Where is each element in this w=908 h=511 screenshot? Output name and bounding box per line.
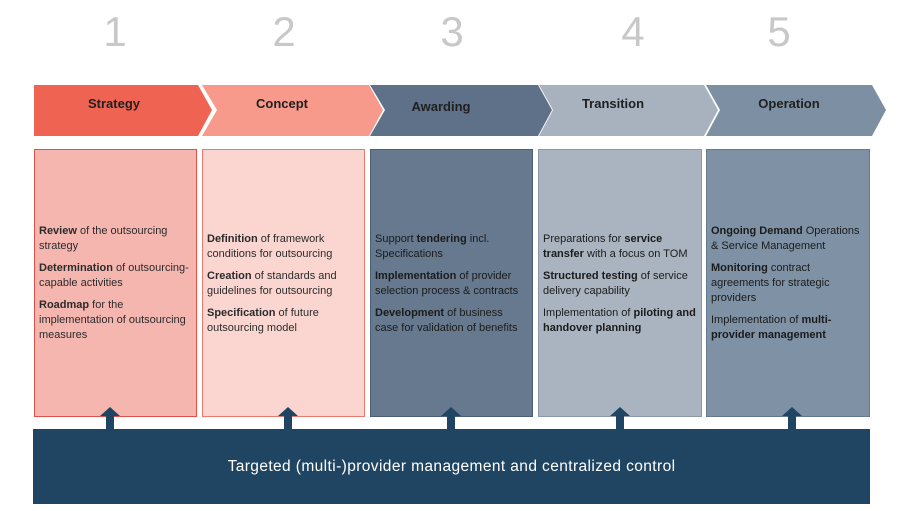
arrow-awarding <box>370 85 552 136</box>
governance-text: Targeted (multi-)provider management and… <box>227 457 676 475</box>
up-arrow-icon <box>610 407 630 431</box>
arrow-transition <box>539 85 718 136</box>
phase-box-operation: Ongoing Demand Operations & Service Mana… <box>706 149 870 417</box>
item-2: Creation of standards and guidelines for… <box>207 270 337 297</box>
item-3: Specification of future outsourcing mode… <box>207 307 319 334</box>
phase-title-operation: Operation <box>758 96 820 111</box>
item-1: Definition of framework conditions for o… <box>207 233 333 260</box>
item-3: Implementation of piloting and handover … <box>543 307 696 334</box>
step-number-5: 5 <box>767 8 791 55</box>
phase-title-transition: Transition <box>581 96 645 111</box>
arrow-operation <box>706 85 886 136</box>
item-1: Ongoing Demand Operations & Service Mana… <box>711 225 860 252</box>
phase-box-strategy: Review of the outsourcing strategy Deter… <box>34 149 197 417</box>
phase-arrows <box>34 85 886 136</box>
item-1: Review of the outsourcing strategy <box>39 225 168 252</box>
item-2: Monitoring contract agreements for strat… <box>711 262 830 304</box>
up-arrow-icon <box>278 407 298 431</box>
item-1: Preparations for service transfer with a… <box>543 233 688 260</box>
phase-title-strategy: Strategy <box>87 96 141 111</box>
up-arrow-icon <box>782 407 802 431</box>
item-2: Determination of outsourcing-capable act… <box>39 262 189 289</box>
item-3: Development of business case for validat… <box>375 307 518 334</box>
item-3: Roadmap for the implementation of outsou… <box>39 299 186 341</box>
phase-title-awarding: Awarding <box>411 99 471 114</box>
phase-box-transition: Preparations for service transfer with a… <box>538 149 702 417</box>
item-2: Structured testing of service delivery c… <box>543 270 688 297</box>
phase-title-concept: Concept <box>256 96 308 111</box>
governance-bar: Targeted (multi-)provider management and… <box>33 429 870 504</box>
item-3: Implementation of multi-provider managem… <box>711 314 832 341</box>
step-number-4: 4 <box>621 8 645 55</box>
phase-box-awarding: Support tendering incl. Specifications I… <box>370 149 533 417</box>
step-number-3: 3 <box>440 8 464 55</box>
step-number-2: 2 <box>272 8 296 55</box>
item-2: Implementation of provider selection pro… <box>375 270 519 297</box>
arrow-strategy <box>34 85 212 136</box>
item-1: Support tendering incl. Specifications <box>375 233 490 260</box>
arrow-concept <box>202 85 383 136</box>
up-arrow-icon <box>441 407 461 431</box>
step-number-1: 1 <box>103 8 127 55</box>
up-arrow-icon <box>100 407 120 431</box>
phase-box-concept: Definition of framework conditions for o… <box>202 149 365 417</box>
